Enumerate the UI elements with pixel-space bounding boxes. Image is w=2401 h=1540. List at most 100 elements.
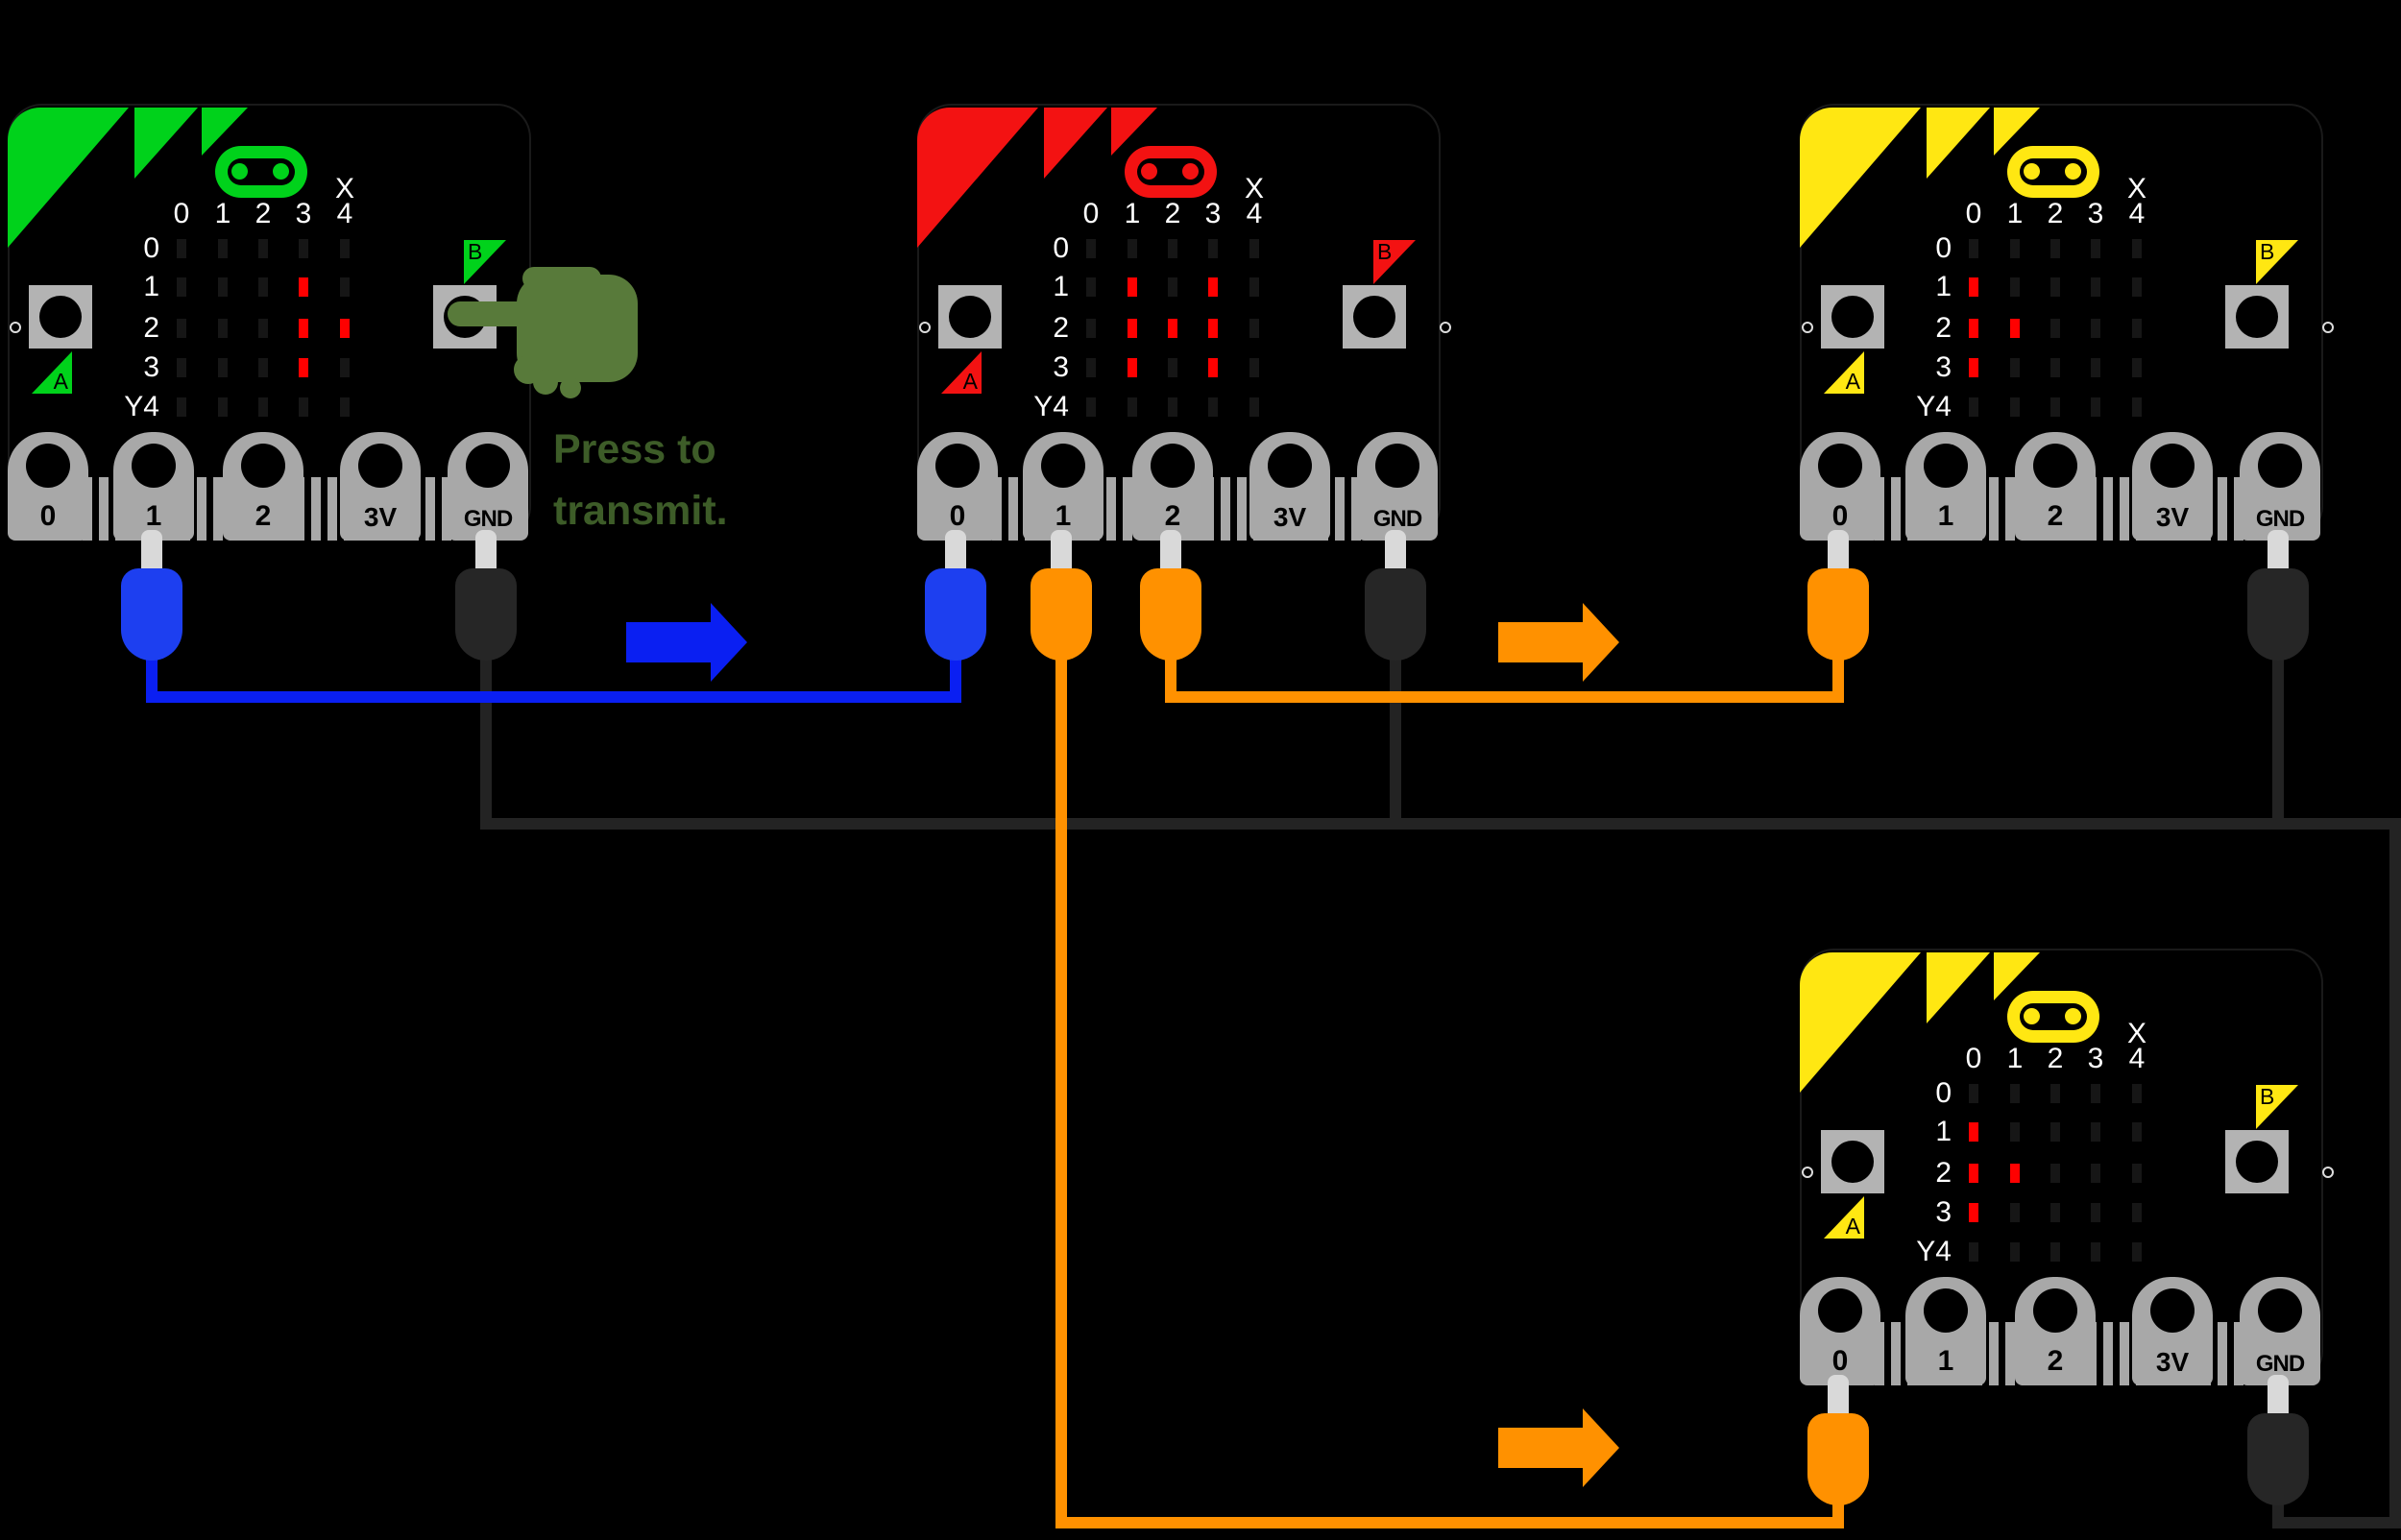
- pin-label: 0: [949, 500, 966, 532]
- orange-croc-clip: [1807, 568, 1869, 661]
- row-label: 2: [1935, 312, 1952, 344]
- blue-croc-clip: [121, 568, 182, 661]
- column-label: 0: [173, 198, 190, 229]
- wire-segment-blue-signal: [146, 691, 961, 703]
- pin-hole: [2258, 1288, 2302, 1333]
- wire-segment-gnd-bus: [2389, 818, 2401, 1528]
- pin-0: 0: [917, 432, 998, 541]
- column-label: 2: [255, 198, 272, 229]
- led-off: [1969, 1242, 1978, 1262]
- led-off: [2010, 277, 2020, 297]
- hand-press-icon: [448, 267, 638, 398]
- pin-2: 2: [2015, 432, 2096, 541]
- button-a: [1821, 285, 1884, 349]
- led-off: [258, 358, 268, 377]
- pin-label: 0: [1831, 500, 1849, 532]
- pin-label: GND: [2255, 1351, 2305, 1377]
- row-label: 3: [1935, 351, 1952, 383]
- pin-hole: [1268, 444, 1312, 488]
- led-off: [2010, 1242, 2020, 1262]
- led-off: [2132, 1203, 2142, 1222]
- row-label: Y4: [1916, 391, 1952, 422]
- pin-stub: [1385, 530, 1406, 576]
- led-off: [2132, 1242, 2142, 1262]
- led-off: [218, 319, 228, 338]
- wire-segment-gnd-bus: [2272, 657, 2284, 826]
- reset-hole-icon: [2322, 322, 2334, 333]
- led-off: [1086, 397, 1096, 417]
- led-off: [2091, 1084, 2100, 1103]
- led-off: [258, 319, 268, 338]
- black-croc-clip: [1365, 568, 1426, 661]
- pin-label: GND: [463, 506, 513, 532]
- reset-hole-icon: [2322, 1167, 2334, 1178]
- pin-stub: [1828, 530, 1849, 576]
- pin-0: 0: [8, 432, 88, 541]
- pin-3V: 3V: [2132, 432, 2213, 541]
- signal-direction-arrow: [1498, 603, 1619, 682]
- orange-croc-clip: [1031, 568, 1092, 661]
- led-off: [2091, 319, 2100, 338]
- pin-stub: [1160, 530, 1181, 576]
- pin-label: 1: [1055, 500, 1072, 532]
- button-b: [2225, 1130, 2289, 1193]
- led-off: [2010, 1084, 2020, 1103]
- row-label: Y4: [124, 391, 159, 422]
- wire-segment-orange-signal: [1832, 657, 1844, 697]
- led-off: [177, 319, 186, 338]
- arrow-body: [1498, 622, 1583, 662]
- signal-direction-arrow: [626, 603, 747, 682]
- led-off: [177, 358, 186, 377]
- x-axis-marker: X: [334, 173, 354, 205]
- led-on: [299, 319, 308, 338]
- pin-label: 2: [2047, 500, 2064, 532]
- led-off: [2132, 239, 2142, 258]
- orange-croc-clip: [1140, 568, 1201, 661]
- pin-1: 1: [1905, 432, 1986, 541]
- pin-hole: [2033, 1288, 2077, 1333]
- black-croc-clip: [2247, 568, 2309, 661]
- pin-label: 1: [1937, 500, 1954, 532]
- led-off: [2050, 1122, 2060, 1142]
- pin-0: 0: [1800, 432, 1880, 541]
- led-off: [1168, 358, 1177, 377]
- pin-hole: [1375, 444, 1419, 488]
- led-off: [258, 277, 268, 297]
- led-on: [1128, 277, 1137, 297]
- logo-dot: [2024, 1008, 2040, 1024]
- column-label: 4: [2128, 1043, 2146, 1074]
- column-label: 3: [2087, 198, 2104, 229]
- wire-segment-orange-signal: [1055, 1517, 1844, 1528]
- led-off: [218, 358, 228, 377]
- row-label: 0: [143, 232, 159, 264]
- microbit-logo-icon: [2007, 991, 2099, 1043]
- pin-label: 3V: [363, 502, 398, 532]
- led-on: [340, 319, 350, 338]
- row-label: 1: [1053, 271, 1069, 302]
- pin-hole: [1151, 444, 1195, 488]
- microbit-logo-icon: [215, 146, 307, 198]
- led-off: [2132, 397, 2142, 417]
- pin-label: GND: [2255, 506, 2305, 532]
- arrow-tip: [711, 603, 747, 682]
- led-on: [1969, 319, 1978, 338]
- row-label: 1: [1935, 1116, 1952, 1147]
- arrow-tip: [1583, 603, 1619, 682]
- led-off: [1969, 239, 1978, 258]
- led-off: [2132, 319, 2142, 338]
- led-off: [258, 397, 268, 417]
- led-off: [1168, 397, 1177, 417]
- led-off: [177, 277, 186, 297]
- x-axis-marker: X: [2126, 1018, 2146, 1049]
- column-label: 1: [1124, 198, 1141, 229]
- row-label: 1: [143, 271, 159, 302]
- pin-GND: GND: [2240, 432, 2320, 541]
- led-off: [299, 239, 308, 258]
- led-off: [218, 277, 228, 297]
- led-off: [340, 397, 350, 417]
- reset-hole-icon: [1802, 1167, 1813, 1178]
